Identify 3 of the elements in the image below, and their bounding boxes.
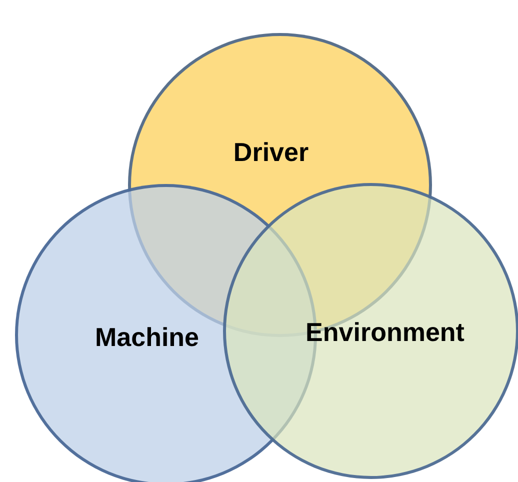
circle-label: Machine — [94, 324, 200, 350]
circle-label: Driver — [233, 139, 309, 165]
circle-label: Environment — [306, 319, 464, 345]
